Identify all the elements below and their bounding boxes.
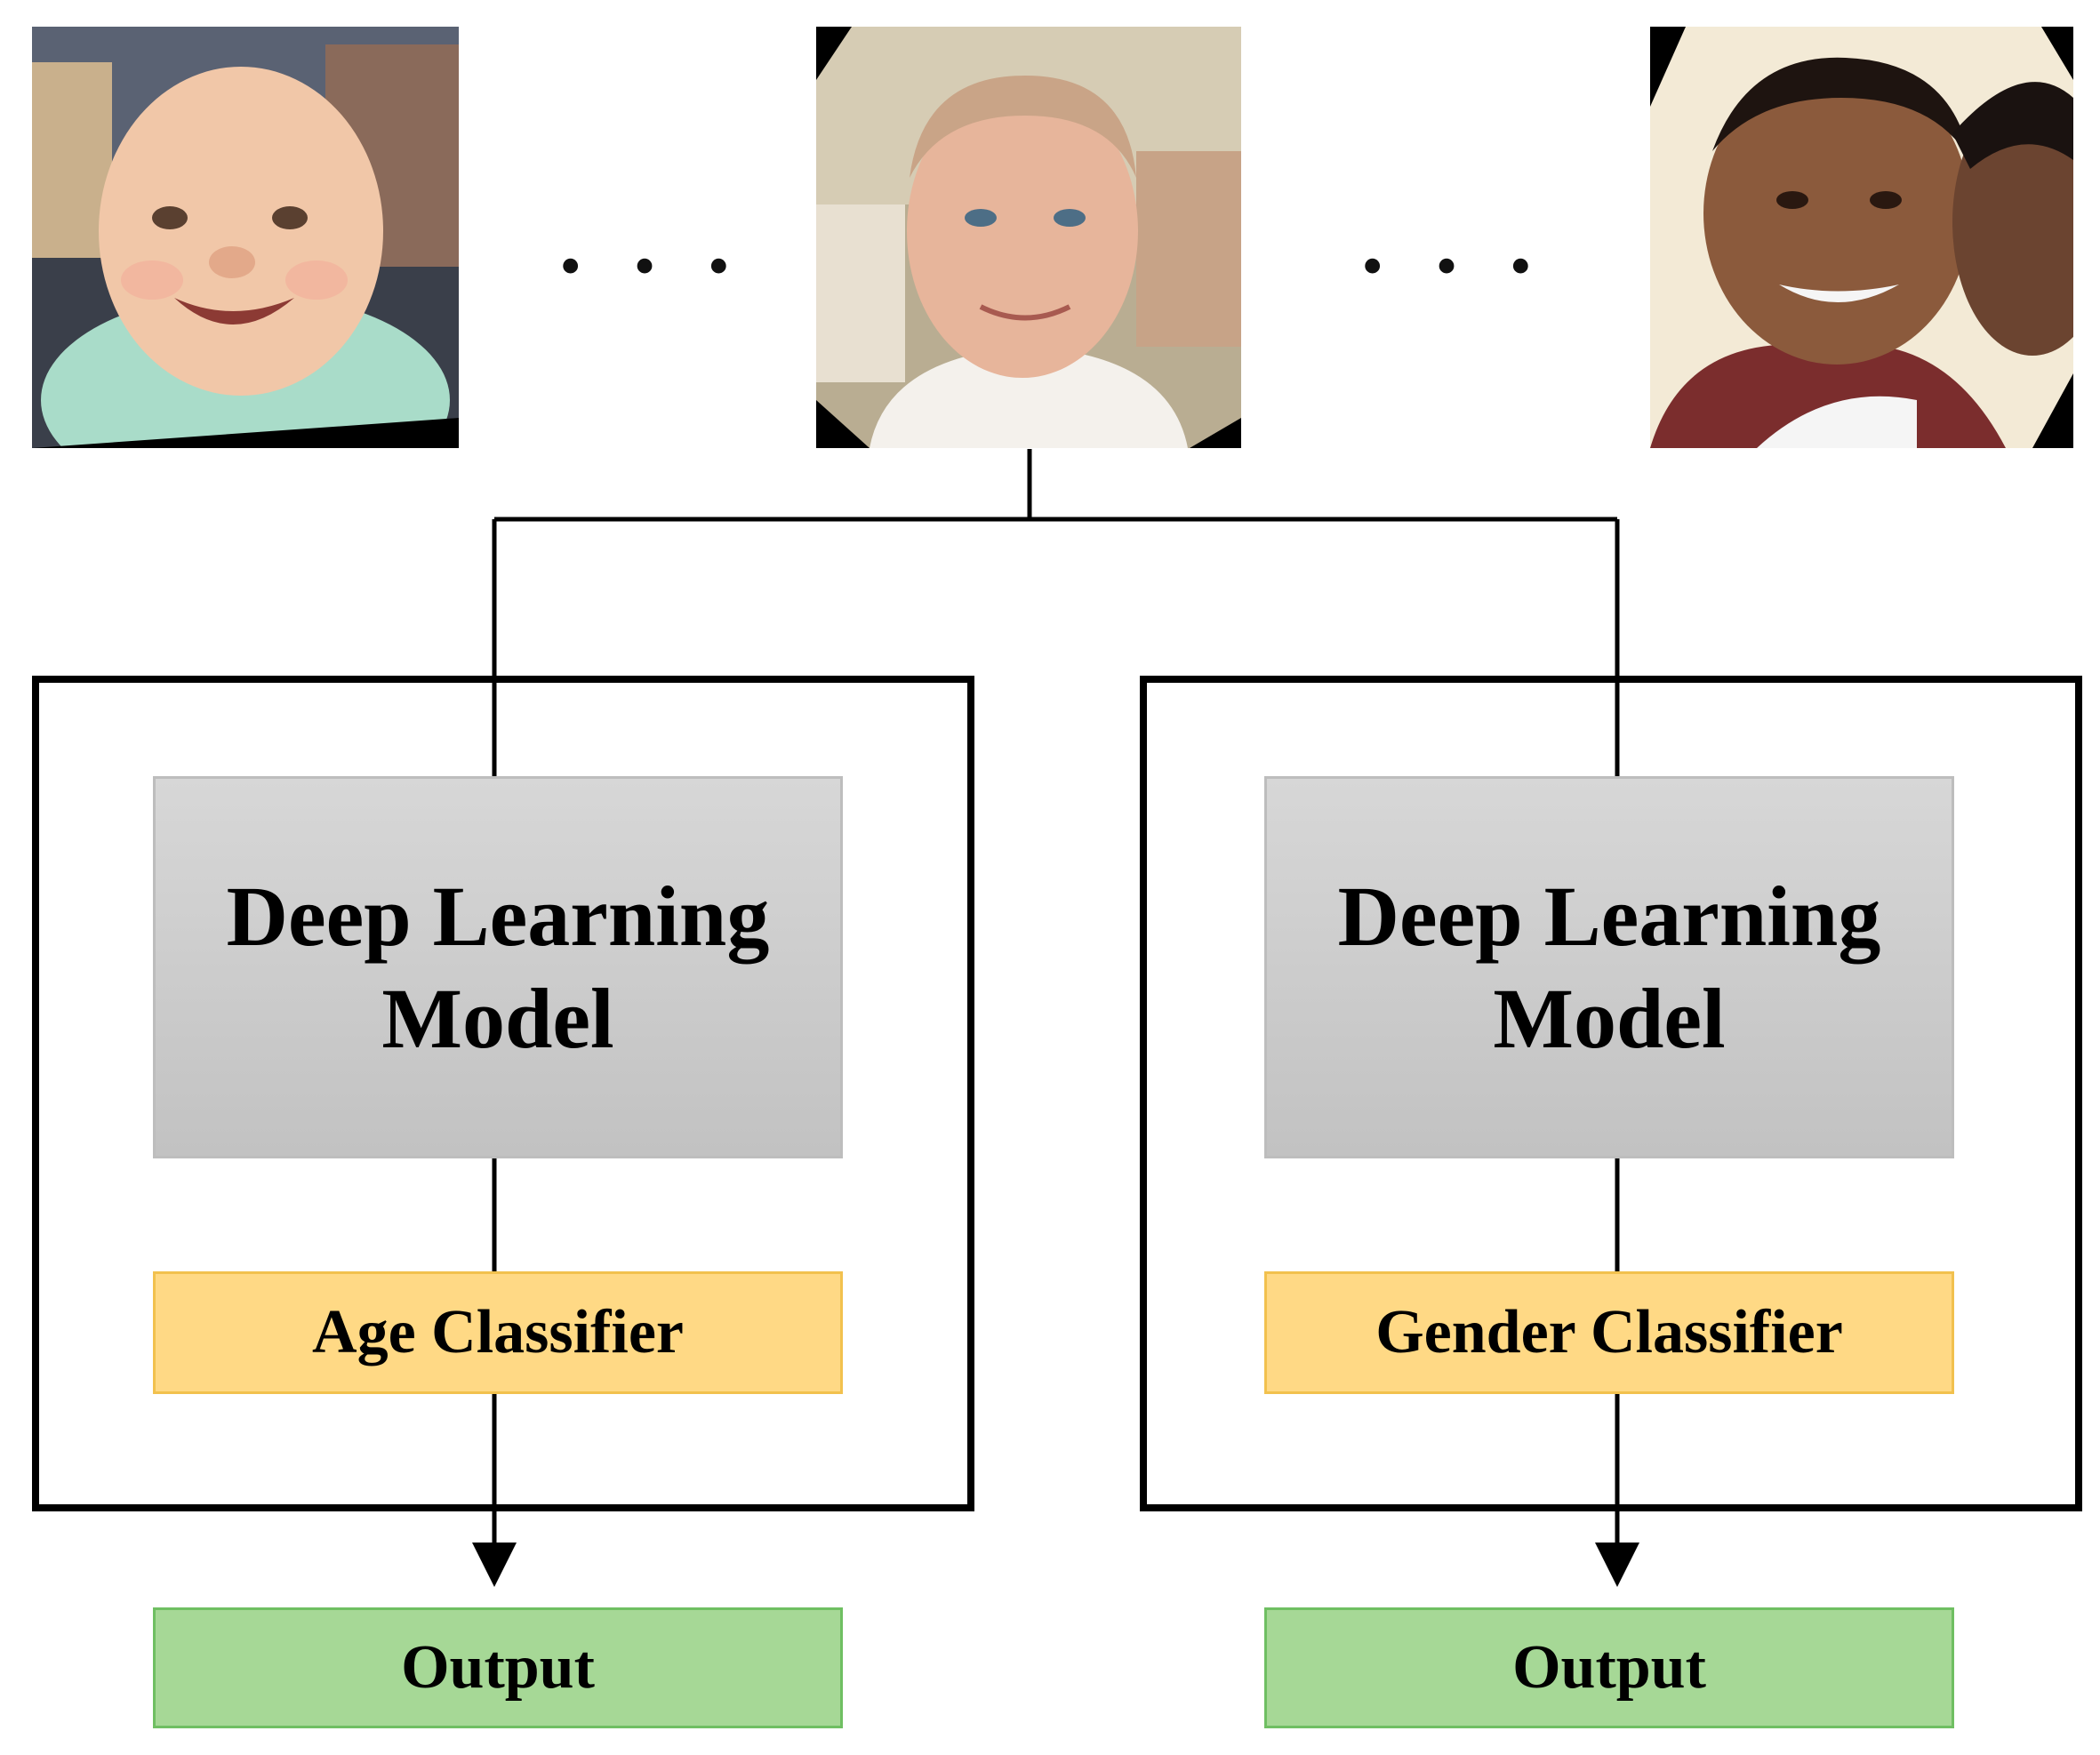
smiling-man-face-photo [1650,27,2073,448]
right-output-box: Output [1264,1607,1954,1728]
right-output-label: Output [1512,1633,1706,1702]
smiling-man-face-illustration [1650,27,2073,448]
left-deep-learning-model-box: Deep Learning Model [153,776,843,1158]
ellipsis-left: ... [557,197,779,292]
left-branch-frame [32,676,974,1511]
baby-face-photo [32,27,459,448]
gender-classifier-box: Gender Classifier [1264,1271,1954,1394]
right-deep-learning-model-box: Deep Learning Model [1264,776,1954,1158]
right-model-label: Deep Learning Model [1337,868,1881,1066]
left-output-label: Output [401,1633,595,1702]
gender-classifier-label: Gender Classifier [1375,1298,1843,1366]
left-output-box: Output [153,1607,843,1728]
man-face-illustration [816,27,1241,448]
age-classifier-label: Age Classifier [312,1298,684,1366]
age-classifier-box: Age Classifier [153,1271,843,1394]
ellipsis-right: ... [1359,197,1581,292]
left-model-label: Deep Learning Model [226,868,770,1066]
baby-face-illustration [32,27,459,448]
man-face-photo [816,27,1241,448]
right-branch-frame [1140,676,2082,1511]
